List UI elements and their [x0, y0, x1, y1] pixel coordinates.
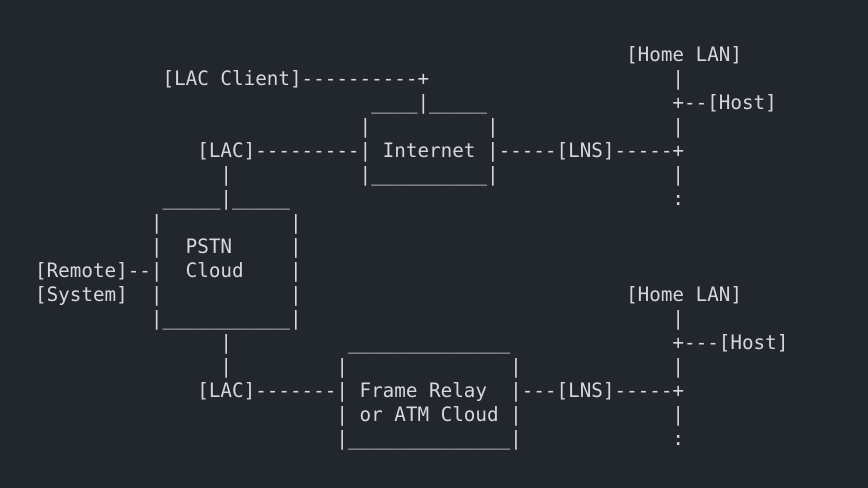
- ascii-network-topology-diagram: [Home LAN] [LAC Client]----------+ | ___…: [35, 43, 789, 450]
